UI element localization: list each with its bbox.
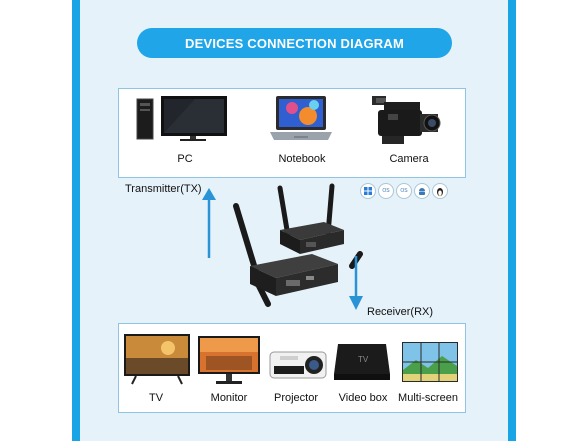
video-box-icon: TV (334, 344, 390, 380)
multi-screen-icon (402, 342, 458, 382)
monitor-icon (198, 336, 260, 384)
download-arrow-icon (349, 256, 363, 310)
device-label-pc: PC (177, 153, 193, 165)
os-compatibility-row: OS OS (360, 183, 448, 199)
device-label-notebook: Notebook (278, 153, 326, 165)
device-label-camera: Camera (389, 153, 429, 165)
svg-text:TV: TV (358, 355, 369, 364)
diagram-title: DEVICES CONNECTION DIAGRAM (137, 28, 452, 58)
windows-icon (360, 183, 376, 199)
tv-icon (124, 334, 190, 385)
device-label-monitor: Monitor (210, 392, 248, 404)
transmitter-label: Transmitter(TX) (125, 183, 202, 195)
hdmi-extender-pair-icon (233, 183, 363, 307)
device-label-projector: Projector (273, 392, 319, 404)
laptop-icon (270, 96, 332, 140)
desktop-pc-icon (136, 96, 227, 141)
video-camera-icon (372, 96, 441, 144)
mac-os-icon: OS (378, 183, 394, 199)
device-label-tv: TV (148, 392, 164, 404)
projector-icon (269, 351, 327, 379)
android-icon (414, 183, 430, 199)
linux-icon (432, 183, 448, 199)
receiver-label: Receiver(RX) (367, 306, 434, 318)
device-label-video-box: Video box (338, 392, 388, 404)
ipad-os-icon: OS (396, 183, 412, 199)
device-label-multi-screen: Multi-screen (398, 392, 458, 404)
upload-arrow-icon (202, 188, 216, 258)
